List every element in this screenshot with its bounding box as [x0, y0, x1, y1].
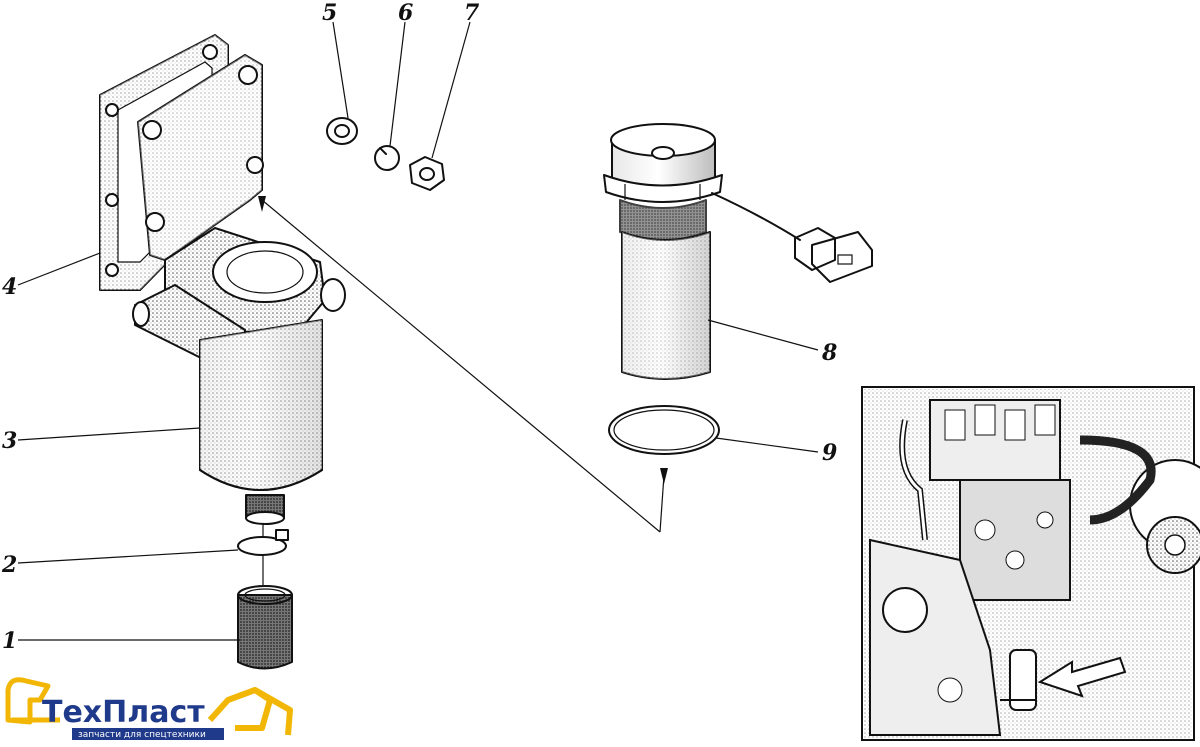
spring-washer-part-6 [374, 145, 400, 171]
callout-1: 1 [2, 628, 17, 654]
hose-part-1 [237, 585, 293, 670]
connector-plug [794, 227, 873, 283]
nut-part-7 [409, 156, 445, 191]
callout-5: 5 [322, 0, 337, 26]
callout-6: 6 [398, 0, 413, 26]
callout-3: 3 [2, 428, 17, 454]
filter-housing-part-3 [132, 54, 346, 525]
engine-location-inset [861, 386, 1200, 741]
callout-8: 8 [821, 340, 837, 366]
logo-brand-text: ТехПласт [42, 695, 205, 730]
callout-7: 7 [464, 0, 480, 26]
techplast-logo: ТехПласт запчасти для спецтехники [5, 677, 293, 740]
washer-part-5 [326, 117, 358, 145]
callout-leaders [17, 21, 819, 641]
callout-2: 2 [1, 552, 17, 578]
assembly-guide-lines [258, 196, 668, 585]
callout-4: 4 [2, 274, 17, 300]
location-arrow-icon [1037, 656, 1127, 698]
hose-clamp-part-2 [237, 529, 289, 556]
callout-9: 9 [822, 440, 837, 466]
logo-tagline: запчасти для спецтехники [78, 730, 206, 740]
o-ring-part-9 [608, 405, 720, 455]
sensor-element-part-8 [603, 123, 873, 380]
